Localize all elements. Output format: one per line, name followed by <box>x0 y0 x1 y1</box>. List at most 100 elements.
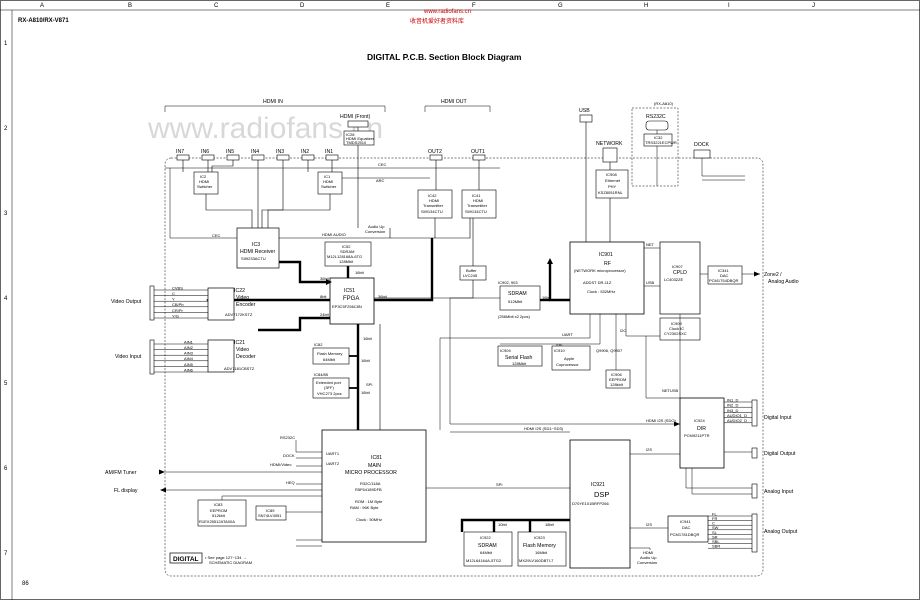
grid-row-4: 4 <box>4 296 8 302</box>
note-tag: DIGITAL <box>173 556 199 563</box>
digital-input-jacks <box>751 399 758 427</box>
ic28-func: HDMI Equalizer <box>346 136 375 141</box>
ic21-func2: Decoder <box>236 354 256 360</box>
grid-col-b: B <box>128 3 132 9</box>
ic902-box <box>499 285 541 311</box>
ic923-name: IC923 <box>534 535 545 540</box>
hdmi-out-label: HDMI OUT <box>441 99 467 105</box>
ana-out-pin-label: SW <box>712 525 719 530</box>
ic22-box <box>207 287 235 321</box>
grid-row-6: 6 <box>4 466 8 472</box>
note-tag-box <box>169 552 203 564</box>
ic901-part: ADDST DR-11Z <box>583 280 612 285</box>
ic81-part: R5F64189DFB <box>355 487 382 492</box>
hdmi-audio-up-label3: Conversion <box>637 560 657 565</box>
ic52-box <box>324 241 372 267</box>
hdmi-front-connector <box>347 120 369 128</box>
hdmi-front-label: HDMI (Front) <box>340 114 371 120</box>
bus-10bit-label: 10bit <box>498 522 508 527</box>
ic901-func2: (NETWORK microprocessor) <box>574 268 626 273</box>
uart1-pin: UART1 <box>326 451 340 456</box>
audio-up-label2: Conversion <box>365 229 385 234</box>
grid-col-d: D <box>300 3 305 9</box>
ic921-name: IC921 <box>591 482 605 488</box>
grid-col-a: A <box>40 3 44 9</box>
ic902-name: IC902, 903 <box>498 280 518 285</box>
ic921-part: D70YE101BRFP266 <box>572 501 609 506</box>
ic909-func: Clock IC <box>669 326 684 331</box>
watermark-chinese: 收音机爱好者资料库 <box>410 17 464 25</box>
video-output-label: Video Output <box>111 299 142 305</box>
ic89-name: IC89 <box>266 508 275 513</box>
ic21-pin-label: AIN2 <box>184 345 194 350</box>
cec-top-label: CEC <box>378 162 387 167</box>
ic21-part: ADV7181CBSTZ <box>224 366 255 371</box>
ic921-func: DSP <box>594 490 609 499</box>
hdmi-in1-label: IN1 <box>325 149 333 155</box>
dig-in-pin-label: IN2_D <box>727 403 738 408</box>
grid-col-c: C <box>214 3 219 9</box>
rs232c-sig-label: RS232C <box>280 435 295 440</box>
buffer-name: Buffer <box>466 268 477 273</box>
cec-left-label: CEC <box>212 233 221 238</box>
ic341-func: DAC <box>720 273 729 278</box>
ic901-name: IC901 <box>599 252 613 258</box>
hdmi-in-label: HDMI IN <box>263 99 283 105</box>
hdmi-i2s-sd-label: HDMI I2S (SD1~SD3) <box>524 426 564 431</box>
hdmi-out1-label: OUT1 <box>471 149 485 155</box>
note-line2: SCHEMATIC DIAGRAM <box>209 560 252 565</box>
ic84-name: IC84/85 <box>314 372 329 377</box>
ic341-box <box>707 265 743 285</box>
ic81-name: IC81 <box>371 455 382 461</box>
ic81-func2: MICRO PROCESSOR <box>345 470 397 476</box>
buffer-part: LVC245 <box>463 273 478 278</box>
ic81-ram: RAM : 96K Byte <box>350 505 379 510</box>
grid-row-3: 3 <box>4 211 8 217</box>
hdmi-in6-connector <box>201 154 215 161</box>
bus-16bit-ext-label: 16bit <box>361 390 371 395</box>
ana-out-pin-label: FL <box>712 511 717 516</box>
ic22-pin-label: Y <box>172 297 175 302</box>
apple-func2: Coprocessor <box>556 362 579 367</box>
ic907-box <box>659 241 701 315</box>
fl-display-label: FL display <box>114 488 138 494</box>
ic82-size: 64Mbit <box>323 357 336 362</box>
bus-16bit-sdram-label: 16bit <box>355 270 365 275</box>
ic22-name: IC22 <box>234 288 245 294</box>
ic42-func2: Transmitter <box>423 203 444 208</box>
bus-36bit-label: 36bit <box>320 276 330 281</box>
ic32-box <box>643 133 673 147</box>
ic21-name: IC21 <box>234 340 245 346</box>
hdmi-audio-label: HDMI AUDIO <box>322 232 346 237</box>
dock-label: DOCK <box>694 142 710 148</box>
bus-16bit-flash-label: 16bit <box>361 358 371 363</box>
i2c-label: I2C <box>620 328 626 333</box>
hdmi-video-sig-label: HDMI/Video <box>270 462 292 467</box>
ic22-pin-label: C <box>172 291 175 296</box>
ic908-part: KSZ8051RNL <box>598 190 623 195</box>
grid-col-f: F <box>472 3 476 9</box>
ic84-func2: (3FF) <box>324 385 334 390</box>
hdmi-in7-label: IN7 <box>176 149 184 155</box>
ic941-box <box>667 515 709 543</box>
ic909-part: CY2302SXC <box>664 331 687 336</box>
ic924-part: PCM9211PTR <box>684 433 710 438</box>
rs232c-label: RS232C <box>646 114 666 120</box>
ic32-part: TRS3221ECPWR <box>645 140 677 145</box>
ic21-pin-label: AIN5 <box>184 362 194 367</box>
ic902-size: 512Mbit <box>508 299 523 304</box>
ic28-name: IC28 <box>346 132 355 137</box>
model-label: RX-A810/RX-V871 <box>18 18 69 24</box>
netusb-label: NETUSB <box>662 388 679 393</box>
ic908-func2: PHY <box>608 184 617 189</box>
hdmi-in4-label: IN4 <box>251 149 259 155</box>
note-line1: • See page 127~134 → <box>205 555 247 560</box>
ic22-part: ADV7172KSTZ <box>225 312 253 317</box>
ic22-pin-label: Y/G <box>172 313 179 318</box>
eeprom-net-box <box>605 369 631 389</box>
grid-col-i: I <box>728 3 730 9</box>
ic28-box <box>343 130 375 146</box>
